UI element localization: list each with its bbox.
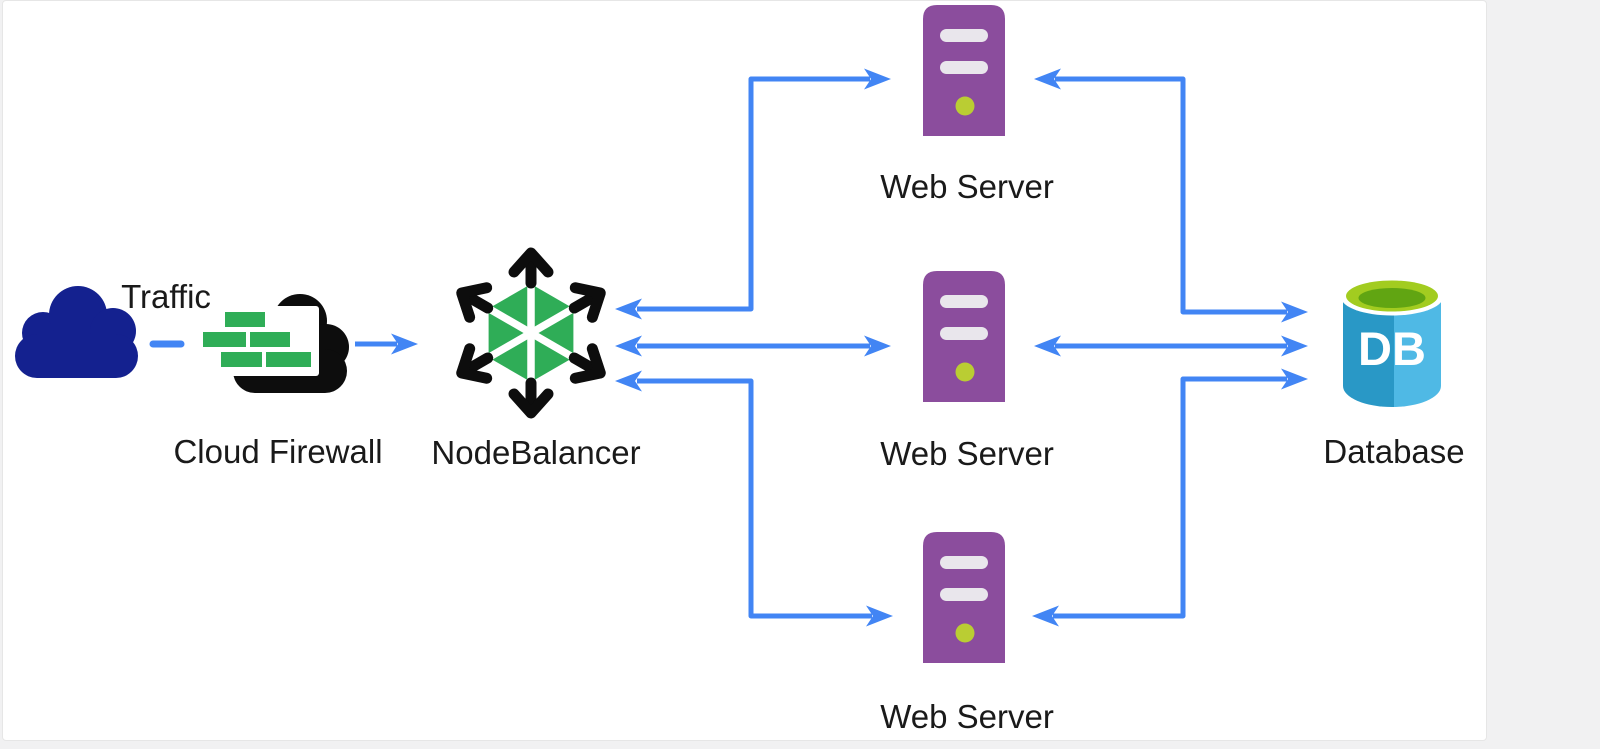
webserver2-label: Web Server (880, 435, 1054, 472)
database-body (1343, 297, 1441, 407)
server-led (955, 96, 975, 116)
edge-nodebalancer-webserver1 (637, 76, 870, 312)
nodebalancer-label: NodeBalancer (431, 434, 641, 471)
edge-nodebalancer-webserver3 (637, 378, 872, 619)
database-label: Database (1323, 433, 1465, 470)
diagram-panel: DB Traffic Cloud Firewall NodeBalancer W… (2, 0, 1487, 741)
firewall-label: Cloud Firewall (173, 433, 383, 470)
database-badge: DB (1358, 322, 1426, 375)
webserver3-label: Web Server (880, 698, 1054, 735)
nodebalancer-arrows (456, 247, 606, 419)
server-led (955, 623, 975, 643)
database-cylinder-icon: DB (1341, 278, 1443, 407)
database-top-inner (1358, 288, 1426, 308)
web-servers-layer (923, 5, 1005, 663)
firewall-bricks (203, 312, 311, 367)
firewall-brick-cloud-icon (199, 294, 349, 393)
nodebalancer-spokes (486, 284, 576, 382)
diagram-canvas: DB (15, 5, 1443, 663)
server-tower-icon (923, 271, 1005, 402)
nodebalancer-hexagon-icon (456, 247, 606, 419)
edge-webserver1-database (1055, 76, 1287, 315)
edge-webserver3-database (1053, 376, 1287, 619)
server-tower-icon (923, 532, 1005, 663)
edges-layer (149, 76, 1287, 619)
webserver1-label: Web Server (880, 168, 1054, 205)
traffic-label: Traffic (121, 278, 211, 315)
cloud-icon (15, 286, 138, 378)
server-led (955, 362, 975, 382)
server-tower-icon (923, 5, 1005, 136)
